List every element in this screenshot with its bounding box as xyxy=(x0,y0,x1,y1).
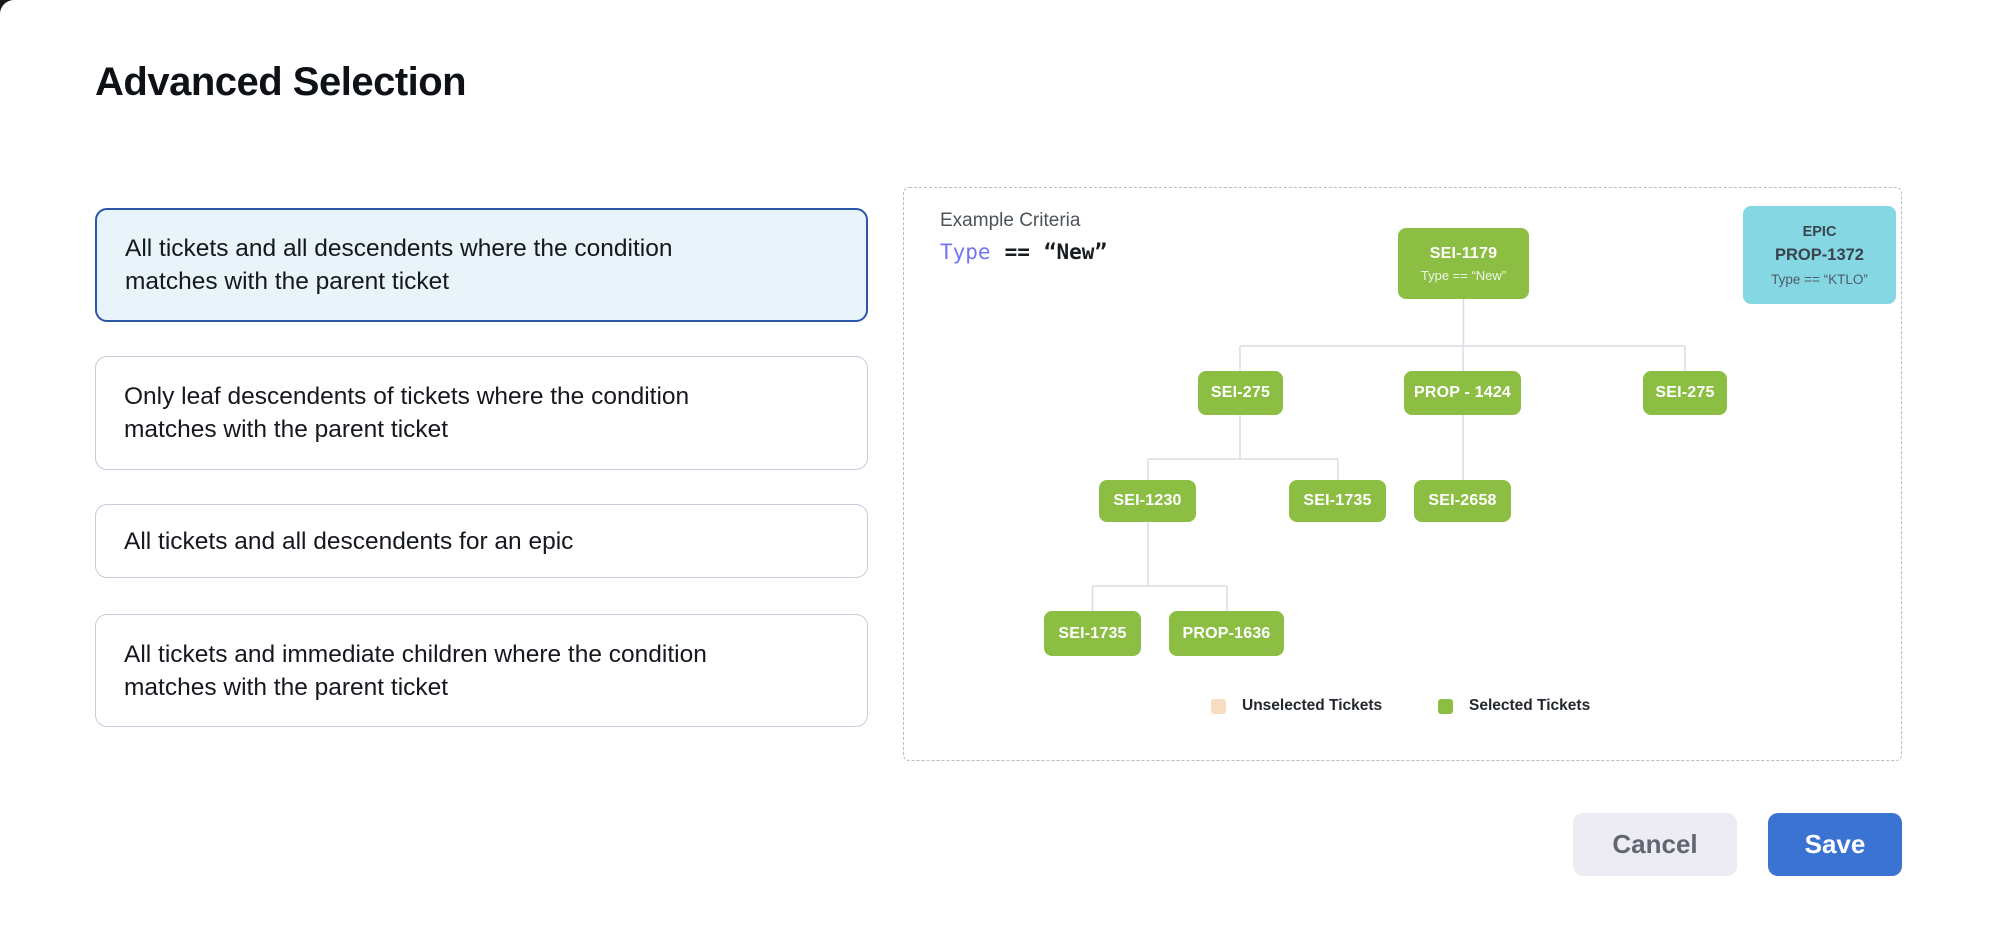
option-all-descendents-condition[interactable]: All tickets and all descendents where th… xyxy=(95,208,868,322)
unselected-swatch xyxy=(1211,698,1226,714)
tree-node: SEI-1735 xyxy=(1289,480,1386,522)
cancel-button[interactable]: Cancel xyxy=(1573,813,1737,876)
criteria-value: “New” xyxy=(1043,240,1108,264)
page-title: Advanced Selection xyxy=(95,60,467,104)
legend-unselected-tickets: Unselected Tickets xyxy=(1211,697,1382,715)
option-leaf-descendents-condition[interactable]: Only leaf descendents of tickets where t… xyxy=(95,356,868,470)
option-label: Only leaf descendents of tickets where t… xyxy=(124,383,690,443)
tree-connector-lines xyxy=(1091,299,1686,611)
option-all-descendents-epic[interactable]: All tickets and all descendents for an e… xyxy=(95,504,868,578)
criteria-operator: == xyxy=(1004,240,1030,264)
tree-node: SEI-1230 xyxy=(1099,480,1196,522)
example-criteria-panel: Example Criteria Type == “New” xyxy=(903,187,1902,761)
example-criteria-label: Example Criteria xyxy=(940,210,1081,231)
ticket-condition: Type == “New” xyxy=(1420,267,1507,283)
epic-type-label: EPIC xyxy=(1802,223,1837,240)
tree-node: PROP-1636 xyxy=(1169,611,1284,656)
ticket-id: PROP-1636 xyxy=(1182,624,1271,642)
option-label: All tickets and immediate children where… xyxy=(124,640,707,701)
ticket-id: SEI-2658 xyxy=(1428,492,1497,509)
ticket-id: SEI-1735 xyxy=(1303,492,1372,509)
legend-label: Selected Tickets xyxy=(1469,697,1591,714)
save-button[interactable]: Save xyxy=(1768,813,1902,876)
ticket-id: SEI-1230 xyxy=(1113,492,1182,509)
criteria-field: Type xyxy=(940,240,991,264)
ticket-id: SEI-1179 xyxy=(1429,244,1498,262)
epic-ticket-id: PROP-1372 xyxy=(1775,245,1864,264)
option-label: All tickets and all descendents where th… xyxy=(125,235,673,295)
tree-node: SEI-275 xyxy=(1643,371,1727,415)
selected-swatch xyxy=(1438,698,1453,714)
tree-node: PROP - 1424 xyxy=(1404,371,1521,415)
legend-selected-tickets: Selected Tickets xyxy=(1438,697,1590,715)
ticket-id: SEI-1735 xyxy=(1058,624,1127,642)
epic-condition: Type == “KTLO” xyxy=(1771,271,1868,287)
ticket-id: PROP - 1424 xyxy=(1413,384,1512,401)
option-immediate-children-condition[interactable]: All tickets and immediate children where… xyxy=(95,614,868,727)
tree-node: SEI-275 xyxy=(1198,371,1283,415)
criteria-expression: Type == “New” xyxy=(940,240,1107,264)
epic-card: EPIC PROP-1372 Type == “KTLO” xyxy=(1743,206,1896,304)
tree-node: SEI-2658 xyxy=(1414,480,1511,522)
ticket-id: SEI-275 xyxy=(1210,384,1271,401)
tree-node-root: SEI-1179 Type == “New” xyxy=(1398,228,1529,299)
legend-label: Unselected Tickets xyxy=(1242,697,1383,714)
ticket-id: SEI-275 xyxy=(1655,384,1715,401)
option-label: All tickets and all descendents for an e… xyxy=(124,527,574,555)
tree-node: SEI-1735 xyxy=(1044,611,1141,656)
